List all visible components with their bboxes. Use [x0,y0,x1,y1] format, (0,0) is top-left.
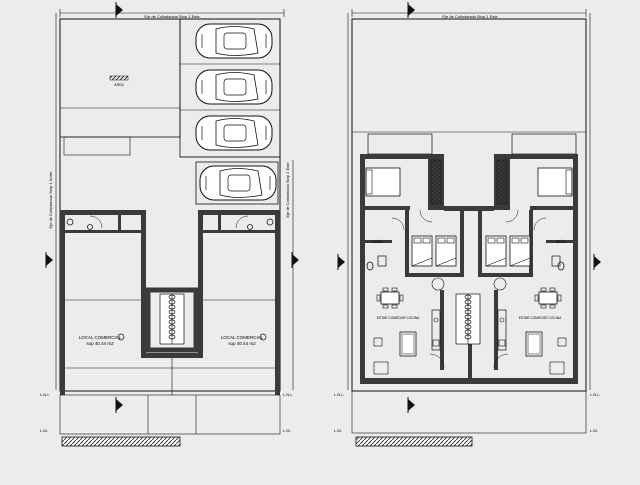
car-icon [195,115,273,151]
section-marker-bottom [115,396,124,414]
bath-label-b: BAÑO [556,239,566,244]
axis-label-top-right: Eje de Colindancia Stop 1 Este [442,14,498,19]
living-label-b: ESTAR COMEDOR COCINA [519,316,562,320]
bath-label-a: BAÑO [373,239,383,244]
scale-bar-left [61,436,181,447]
level-label-left-a: L.N.L [40,392,50,397]
section-marker-top [115,1,124,19]
level-label-right-a: L.N.L [334,392,344,397]
axis-label-top-left: Eje de Colindancia Stop 1 Este [144,14,200,19]
car-icon [199,165,277,201]
dining-table-icon [534,287,562,309]
unit-name-local-b: LOCAL COMERCIAL [221,335,264,340]
bed-icon [435,235,457,267]
section-marker-east [593,253,602,271]
car-icon [195,23,273,59]
bed-icon [411,235,433,267]
stair-left [159,293,185,345]
scale-bar-right [355,436,473,447]
level-label-left-b: L.N.L [283,392,293,397]
unit-area-local-a: sup 40.44 m2 [86,341,114,346]
section-marker-top [407,1,416,19]
left-plan: Eje de Colindancia Stop 1 Este Eje de Co… [40,1,300,447]
lm-label-right-a: L.M. [334,428,342,433]
right-plan: Eje de Colindancia Stop 1 Este [334,1,602,447]
axis-label-right-left: Eje de Colindancia Stop 2 Este [285,162,290,218]
lm-label-left-a: L.M. [40,428,48,433]
unit-area-local-b: sup 40.44 m2 [228,341,256,346]
section-marker-west [45,251,54,269]
bed-icon [485,235,507,267]
bed-icon [509,235,531,267]
dining-table-icon [376,287,404,309]
car-icon [195,69,273,105]
section-marker-west [337,253,346,271]
section-marker-bottom [407,396,416,414]
unit-name-local-a: LOCAL COMERCIAL [79,335,122,340]
stair-right [455,293,481,345]
level-label-right-b: L.N.L [590,392,600,397]
living-label-a: ESTAR COMEDOR COCINA [377,316,420,320]
hatch-label: ÁREA [114,83,124,87]
axis-label-side-left: Eje de Colindancia Stop 1 Norte [48,171,53,229]
lm-label-left-b: L.M. [283,428,291,433]
lm-label-right-b: L.M. [590,428,598,433]
